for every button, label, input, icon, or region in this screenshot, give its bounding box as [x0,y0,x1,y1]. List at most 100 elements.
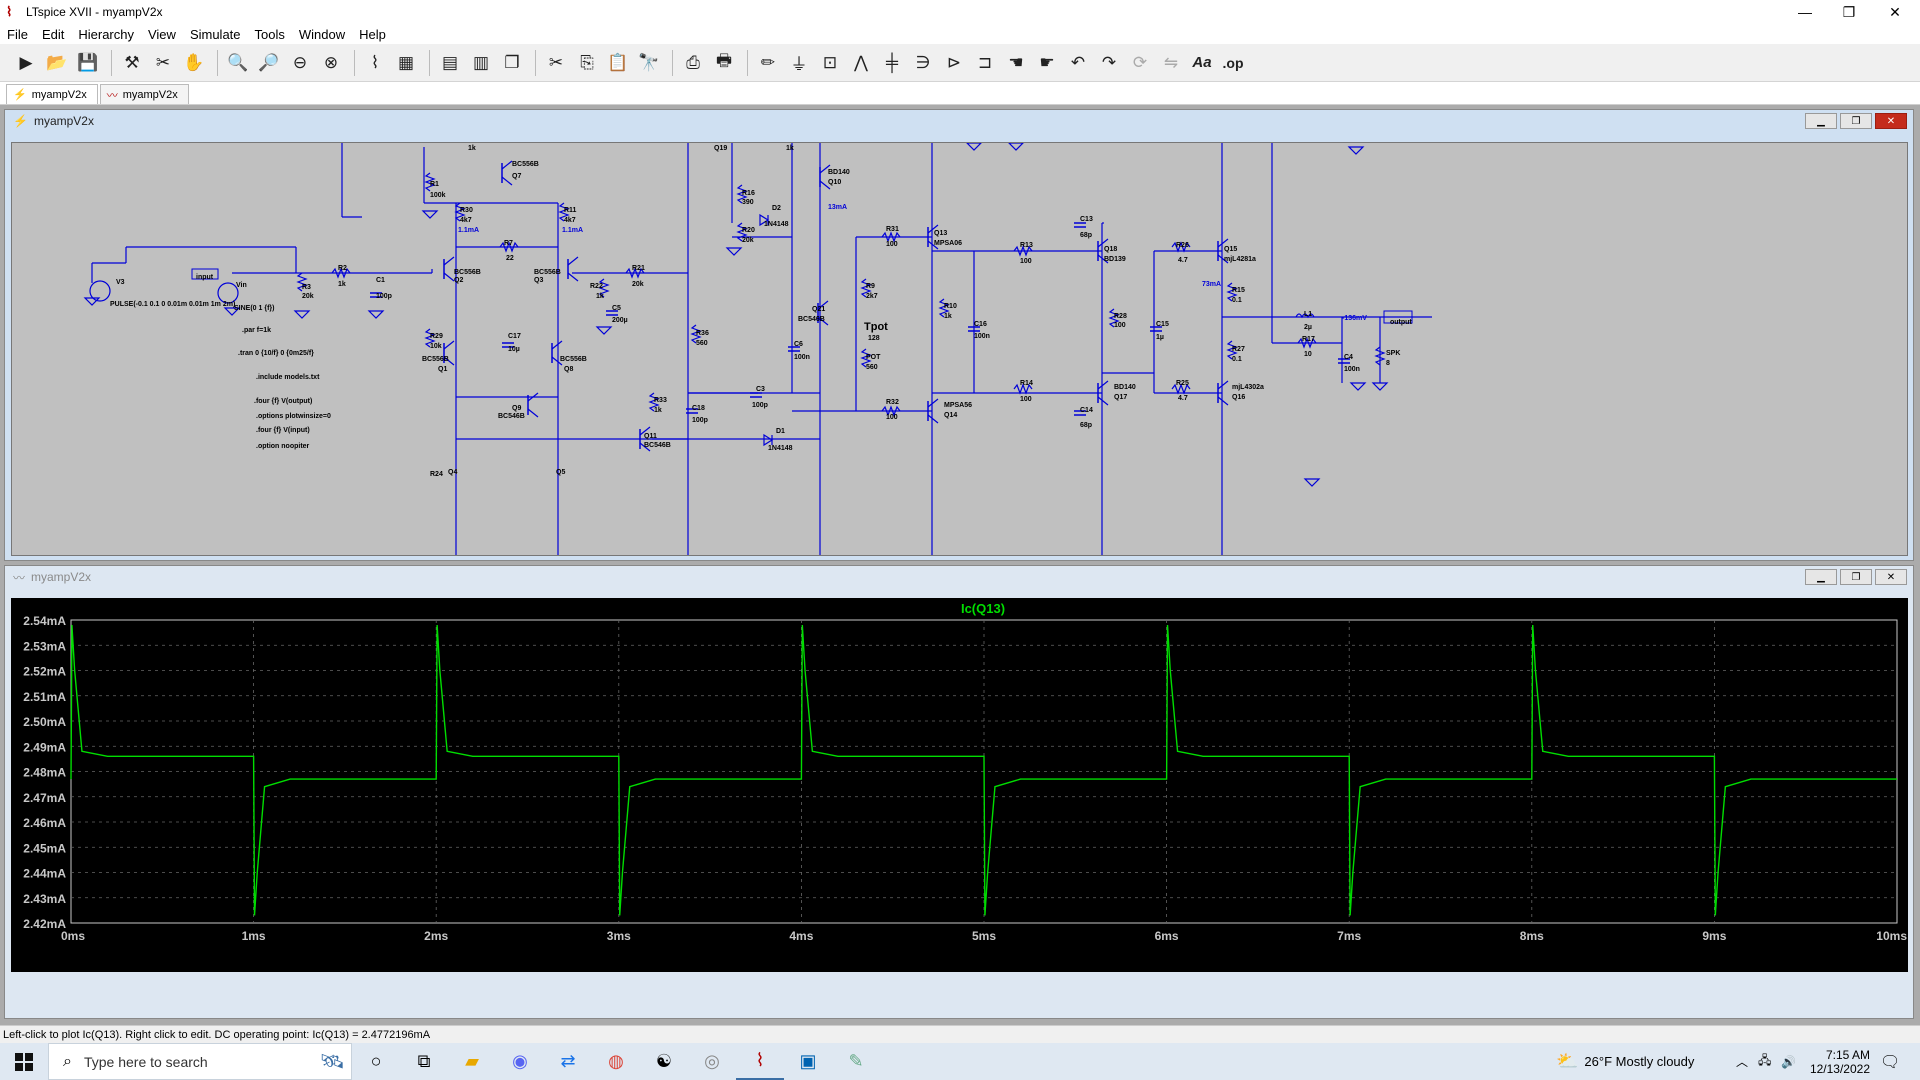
schematic-label[interactable]: 20k [302,293,314,300]
schematic-label[interactable]: 4.7 [1178,395,1188,402]
minimize-button[interactable]: — [1798,4,1812,20]
chrome-icon[interactable]: ◍ [608,1051,624,1071]
y-tick-label[interactable]: 2.42mA [23,917,66,931]
y-tick-label[interactable]: 2.53mA [23,639,66,653]
trace-label-ic-q13[interactable]: Ic(Q13) [961,601,1005,616]
schematic-label[interactable]: C16 [974,321,987,328]
schematic-label[interactable]: POT [866,354,881,361]
schematic-label[interactable]: Vin [236,282,247,289]
schematic-label[interactable]: SINE(0 1 {f}) [234,305,275,312]
schematic-label[interactable]: R28 [1114,313,1127,320]
schematic-label[interactable]: R32 [886,399,899,406]
schematic-label[interactable]: Q15 [1224,246,1238,253]
schematic-label[interactable]: Q2 [454,277,464,284]
y-tick-label[interactable]: 2.50mA [23,715,66,729]
network-icon[interactable]: 🖧 [1758,1053,1772,1067]
schematic-label[interactable]: R17 [1302,336,1315,343]
drag-icon[interactable]: ☛ [1039,52,1055,72]
schematic-label[interactable]: .option noopiter [256,443,310,450]
y-tick-label[interactable]: 2.46mA [23,816,66,830]
start-button[interactable] [0,1043,48,1080]
close-button[interactable]: ✕ [1889,3,1901,20]
schematic-label[interactable]: 1k [786,145,794,152]
x-tick-label[interactable]: 4ms [789,929,813,943]
schematic-label[interactable]: 390 [742,199,754,206]
schematic-label[interactable]: 4.7 [1178,257,1188,264]
task-view-icon[interactable]: ⧉ [417,1051,431,1071]
schematic-label[interactable]: Q18 [1104,246,1118,253]
schematic-label[interactable]: BC556B [422,356,449,363]
schematic-label[interactable]: R9 [866,283,875,290]
schematic-label[interactable]: .options plotwinsize=0 [256,413,331,420]
menu-view[interactable]: View [147,26,176,42]
schematic-label[interactable]: .tran 0 {10/f} 0 {0m25/f} [238,350,314,357]
control-panel-icon[interactable]: ⚒ [124,52,140,72]
schematic-label[interactable]: R29 [430,333,443,340]
schematic-label[interactable]: MPSA56 [944,402,973,409]
menu-hierarchy[interactable]: Hierarchy [78,26,134,42]
schematic-label[interactable]: D1 [776,428,785,435]
draw-wire-icon[interactable]: ✏ [760,52,776,72]
schematic-label[interactable]: R22 [590,283,603,290]
redo-icon[interactable]: ↷ [1101,52,1117,72]
schematic-label[interactable]: Q13 [934,230,948,237]
x-tick-label[interactable]: 0ms [61,929,85,943]
schematic-label[interactable]: 100p [692,417,708,424]
schematic-label[interactable]: 100 [1114,322,1126,329]
ground-icon[interactable]: ⏚ [790,55,808,74]
schematic-label[interactable]: BD140 [828,169,850,176]
schematic-label[interactable]: Q3 [534,277,544,284]
schematic-label[interactable]: R27 [1232,346,1245,353]
schematic-label[interactable]: 1k [468,145,476,152]
inductor-icon[interactable]: ∋ [915,52,931,72]
schematic-label[interactable]: 1k [338,281,346,288]
schematic-label[interactable]: 100 [1020,258,1032,265]
schematic-label[interactable]: 10 [1304,351,1312,358]
capacitor-icon[interactable]: ╪ [885,52,899,72]
remote-icon[interactable]: ⇄ [560,1051,576,1071]
schematic-label[interactable]: 2µ [1304,324,1312,331]
x-tick-label[interactable]: 6ms [1155,929,1179,943]
taskbar-search-box[interactable]: ⌕ Type here to search 🛰 [48,1043,352,1080]
y-tick-label[interactable]: 2.43mA [23,892,66,906]
schematic-label[interactable]: R2 [338,265,347,272]
schematic-label[interactable]: 4k7 [564,217,576,224]
resistor-icon[interactable]: ⋀ [854,52,868,72]
schematic-label[interactable]: R11 [564,207,577,214]
menu-window[interactable]: Window [298,26,346,42]
schematic-restore-button[interactable]: ❐ [1840,113,1872,129]
y-tick-label[interactable]: 2.49mA [23,740,66,754]
schematic-label[interactable]: C5 [612,305,621,312]
file-explorer-icon[interactable]: ▰ [465,1051,479,1071]
schematic-label[interactable]: 100p [752,402,768,409]
schematic-label[interactable]: Q9 [512,405,522,412]
schematic-label[interactable]: C15 [1156,321,1169,328]
x-tick-label[interactable]: 8ms [1520,929,1544,943]
schematic-label[interactable]: Q14 [944,412,958,419]
schematic-label[interactable]: 20k [742,237,754,244]
schematic-label[interactable]: 1N4148 [764,221,789,228]
move-icon[interactable]: ☚ [1008,52,1024,72]
schematic-label[interactable]: R3 [302,284,311,291]
maximize-button[interactable]: ❐ [1842,3,1856,20]
zoom-in-icon[interactable]: 🔍 [227,52,249,72]
schematic-label[interactable]: 1k [596,293,604,300]
x-tick-label[interactable]: 7ms [1337,929,1361,943]
schematic-label[interactable]: C18 [692,405,705,412]
schematic-label[interactable]: 100n [794,354,810,361]
schematic-label[interactable]: R20 [742,227,755,234]
zoom-fit-icon[interactable]: ⊗ [323,52,339,72]
schematic-label[interactable]: C4 [1344,354,1353,361]
y-tick-label[interactable]: 2.45mA [23,841,66,855]
photos-icon[interactable]: ▣ [799,1051,817,1071]
autorange-icon[interactable]: ⌇ [370,52,380,72]
undo-icon[interactable]: ↶ [1070,52,1086,72]
waveform-plot[interactable]: Ic(Q13) 2.54mA2.53mA2.52mA2.51mA2.50mA2.… [11,598,1908,972]
diode-icon[interactable]: ⊳ [946,52,962,72]
mirror-icon[interactable]: ⇋ [1163,52,1179,72]
schematic-label[interactable]: .include models.txt [256,374,320,381]
schematic-label[interactable]: R36 [696,330,709,337]
halt-icon[interactable]: ✂ [155,52,171,72]
schematic-drawing[interactable] [12,143,1908,556]
